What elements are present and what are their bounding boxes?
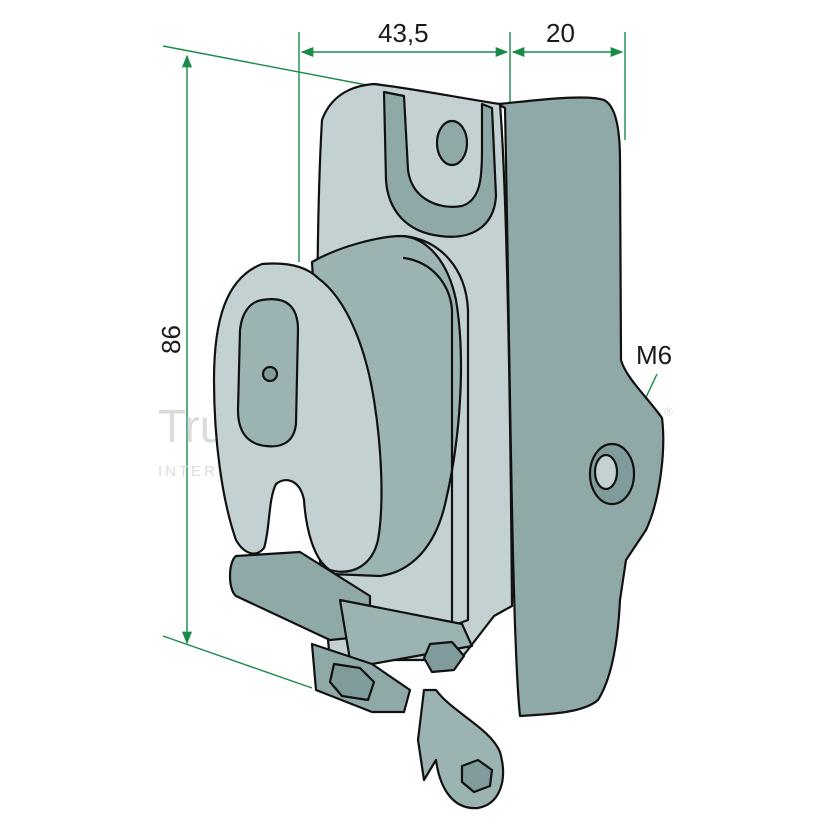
side-plate xyxy=(496,96,665,718)
extension-line-bottom xyxy=(162,635,313,689)
bottom-tab xyxy=(416,688,505,810)
top-slot xyxy=(382,90,498,238)
hex-bolt xyxy=(460,758,494,794)
watermark-registered: ® xyxy=(664,405,673,419)
width-dimension-label: 43,5 xyxy=(378,18,429,48)
height-dimension-label: 86 xyxy=(156,325,186,354)
hex-nut-right xyxy=(422,640,466,674)
top-mounting-hole xyxy=(435,119,469,167)
lock-part xyxy=(212,82,665,810)
m6-threaded-hole-inner xyxy=(593,453,619,491)
depth-dimension-label: 20 xyxy=(546,18,575,48)
extension-line-top xyxy=(162,45,373,87)
roller-bracket xyxy=(402,234,470,628)
thread-callout-label: M6 xyxy=(636,340,672,370)
dimension-lines xyxy=(162,32,658,689)
hex-nut-left xyxy=(328,662,376,702)
hook-pivot xyxy=(261,365,279,383)
